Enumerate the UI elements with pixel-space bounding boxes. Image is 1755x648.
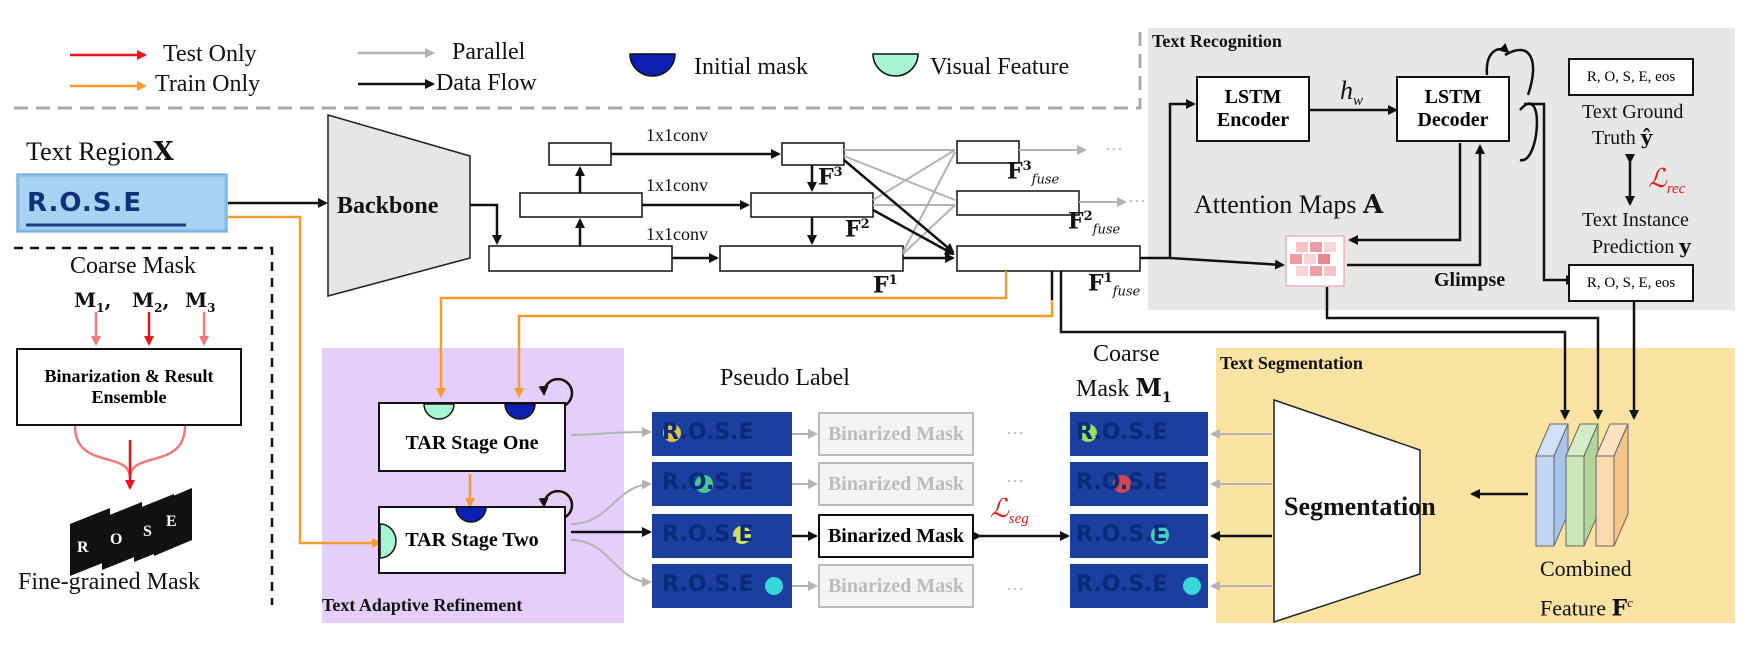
coarse-separator: [14, 246, 274, 605]
text-region-label: Text RegionX: [26, 137, 174, 167]
f1-label: F1: [873, 272, 898, 299]
refinement-panel: [322, 348, 624, 623]
ellipsis-row-4: ···: [1006, 579, 1024, 599]
pseudo-row-4: R.O.S.E: [662, 572, 754, 597]
legend-separator: [14, 28, 1142, 110]
fpn-bar-f3: [781, 142, 845, 166]
f3-label: F3: [818, 164, 843, 191]
binarized-mask-3: Binarized Mask: [818, 514, 974, 558]
coarse-row-2: R.O.S.E: [1076, 470, 1168, 495]
legend-parallel: Parallel: [452, 39, 526, 65]
coarse-row-1: R.O.S.E: [1076, 420, 1168, 445]
combined-feature-cubes: [1535, 423, 1629, 547]
fpn-bar-c3: [548, 142, 612, 166]
fpn-bar-fuse1: [956, 245, 1141, 272]
pred-label-2: Prediction y: [1592, 234, 1691, 258]
rec-loss-label: ℒrec: [1648, 164, 1686, 198]
fine-letter-o: O: [110, 531, 123, 548]
hw-label: hw: [1340, 76, 1364, 110]
legend-test-only: Test Only: [163, 41, 257, 67]
f2-label: F2: [845, 216, 870, 243]
binarized-mask-4: Binarized Mask: [818, 564, 974, 608]
gt-label-1: Text Ground: [1582, 101, 1684, 123]
conv-label-3: 1x1conv: [646, 125, 708, 145]
coarse-mask-images: [1070, 412, 1208, 608]
m3-label: M3: [185, 288, 216, 315]
combined-label-1: Combined: [1540, 556, 1632, 581]
ffuse1-label: F1fuse: [1088, 270, 1141, 300]
backbone-label: Backbone: [337, 193, 439, 219]
ellipsis-fuse3: ···: [1105, 139, 1123, 159]
attention-maps-label: Attention Maps A: [1194, 190, 1384, 220]
fpn-bar-c2: [519, 192, 643, 218]
binarized-mask-1: Binarized Mask: [818, 412, 974, 456]
m2-label: M2,: [132, 288, 170, 315]
fine-letter-e: E: [166, 513, 177, 530]
legend-train-only: Train Only: [155, 71, 261, 97]
pseudo-label-title: Pseudo Label: [720, 365, 850, 391]
fine-letter-r: R: [77, 539, 89, 556]
conv-label-2: 1x1conv: [646, 175, 708, 195]
coarse-row-3: R.O.S.E: [1076, 522, 1168, 547]
fine-grained-mask-cards: [70, 488, 192, 576]
refinement-title: Text Adaptive Refinement: [322, 595, 523, 615]
fine-grained-label: Fine-grained Mask: [18, 569, 200, 595]
coarse-label-1: Coarse: [1093, 341, 1160, 367]
gt-token-box: R, O, S, E, eos: [1568, 58, 1694, 96]
fpn-bar-fuse2: [956, 190, 1080, 216]
tar-stage-two: TAR Stage Two: [378, 506, 566, 574]
pred-token-box: R, O, S, E, eos: [1568, 264, 1694, 302]
backbone-shape: [327, 114, 471, 297]
legend-initial-mask: Initial mask: [694, 54, 808, 80]
attention-map-icon: [1285, 235, 1345, 287]
fpn-bar-c1: [488, 245, 673, 272]
glimpse-label: Glimpse: [1434, 269, 1506, 291]
coarse-mask-title: Coarse Mask: [70, 253, 196, 279]
pseudo-row-1: R.O.S.E: [662, 420, 754, 445]
recognition-title: Text Recognition: [1152, 31, 1282, 51]
tar-stage-one: TAR Stage One: [378, 402, 566, 472]
fine-letter-s: S: [143, 523, 152, 540]
legend-data-flow: Data Flow: [436, 70, 537, 96]
ffuse2-label: F2fuse: [1068, 208, 1121, 238]
binarized-mask-2: Binarized Mask: [818, 462, 974, 506]
segmentation-shape: [1273, 398, 1421, 624]
legend-initial-mask-icon: [629, 53, 676, 77]
seg-loss-label: ℒseg: [990, 494, 1029, 528]
fpn-bar-f1: [719, 245, 904, 272]
pseudo-row-2: R.O.S.E: [662, 470, 754, 495]
fpn-bar-fuse3: [956, 140, 1020, 164]
lstm-encoder: LSTM Encoder: [1196, 76, 1310, 142]
m1-label: M1,: [74, 288, 112, 315]
combined-label-2: Feature Fc: [1540, 595, 1633, 622]
ellipsis-row-1: ···: [1006, 423, 1024, 443]
coarse-row-4: R.O.S.E: [1076, 572, 1168, 597]
ensemble-box: Binarization & Result Ensemble: [16, 348, 242, 426]
conv-label-1: 1x1conv: [646, 224, 708, 244]
lstm-decoder: LSTM Decoder: [1396, 76, 1510, 142]
ffuse3-label: F3fuse: [1007, 158, 1060, 188]
coarse-label-2: Mask M1: [1076, 373, 1172, 406]
pseudo-row-3: R.O.S.E: [662, 522, 754, 547]
pred-label-1: Text Instance: [1582, 209, 1689, 231]
ellipsis-fuse2: ···: [1128, 191, 1146, 211]
segmentation-title: Text Segmentation: [1220, 353, 1363, 373]
legend-visual-feature: Visual Feature: [930, 54, 1070, 80]
gt-label-2: Truth ŷ: [1592, 125, 1653, 149]
pseudo-label-images: [652, 412, 792, 608]
input-word: R.O.S.E: [27, 188, 143, 218]
ellipsis-row-2: ···: [1006, 471, 1024, 491]
legend-visual-feature-icon: [872, 53, 919, 77]
segmentation-label: Segmentation: [1284, 492, 1436, 521]
fpn-bar-f2: [750, 192, 874, 218]
